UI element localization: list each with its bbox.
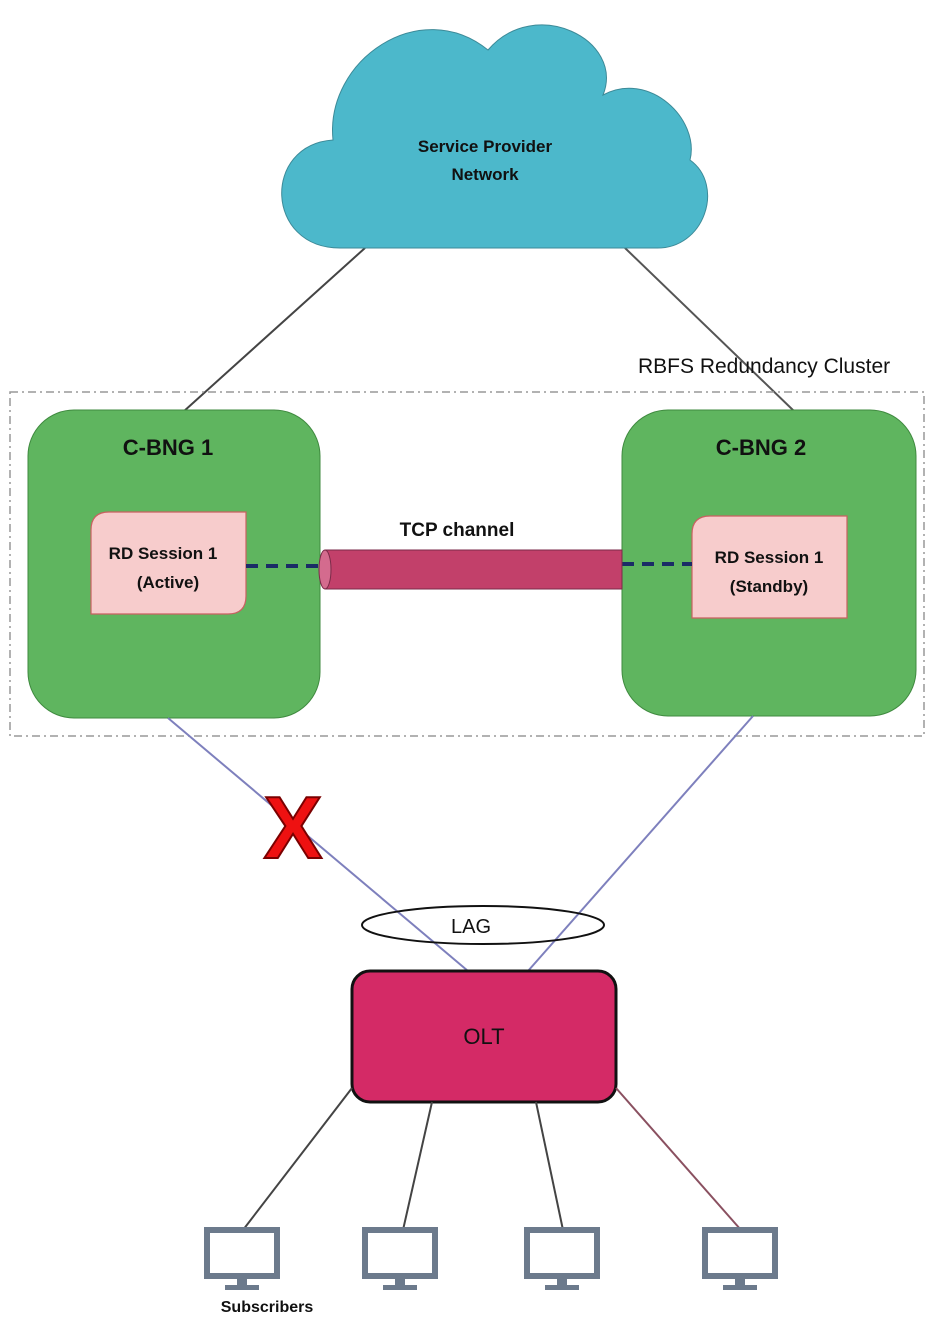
cbng2-title: C-BNG 2 xyxy=(716,435,806,460)
cbng2-session-line1: RD Session 1 xyxy=(715,548,824,567)
monitor-icon xyxy=(524,1227,600,1290)
cbng2-node: C-BNG 2 RD Session 1 (Standby) xyxy=(621,409,917,717)
lag-ellipse xyxy=(361,905,605,945)
cloud-label-line2: Network xyxy=(451,165,519,184)
link-cbng1-olt xyxy=(167,717,469,972)
link-cloud-cbng2 xyxy=(624,247,796,413)
cluster-label: RBFS Redundancy Cluster xyxy=(638,355,890,378)
cbng1-session-line2: (Active) xyxy=(137,573,199,592)
link-olt-subscriber-2 xyxy=(402,1101,433,1231)
cbng1-node: C-BNG 1 RD Session 1 (Active) xyxy=(27,409,321,719)
tcp-channel-pipe: TCP channel xyxy=(318,520,623,590)
cbng2-session-box xyxy=(691,515,848,619)
cbng1-session-line1: RD Session 1 xyxy=(109,544,218,563)
olt-label: OLT xyxy=(463,1024,504,1049)
link-olt-subscriber-1 xyxy=(242,1087,353,1231)
monitor-icon xyxy=(204,1227,280,1290)
link-olt-subscriber-4 xyxy=(615,1087,742,1231)
monitor-icon xyxy=(702,1227,778,1290)
link-cloud-cbng1 xyxy=(182,247,366,413)
cloud-label-line1: Service Provider xyxy=(418,137,553,156)
subscribers-label: Subscribers xyxy=(221,1299,314,1316)
tcp-channel-label: TCP channel xyxy=(400,520,515,541)
lag-label: LAG xyxy=(451,916,491,938)
cbng1-session-box xyxy=(90,511,247,615)
failure-x-mark: X xyxy=(264,778,323,877)
redundancy-cluster-frame xyxy=(9,391,925,737)
cbng1-title: C-BNG 1 xyxy=(123,435,213,460)
olt-node: OLT xyxy=(350,969,618,1104)
service-provider-cloud: Service Provider Network xyxy=(281,24,708,249)
link-cbng2-olt xyxy=(527,715,754,972)
monitor-icon xyxy=(362,1227,438,1290)
link-olt-subscriber-3 xyxy=(535,1101,564,1231)
cbng2-session-line2: (Standby) xyxy=(730,577,808,596)
